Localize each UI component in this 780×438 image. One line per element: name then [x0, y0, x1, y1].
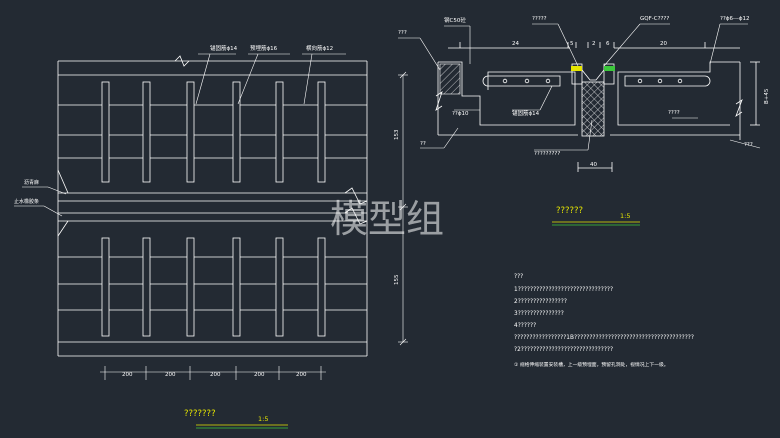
dim-right: 20: [660, 41, 667, 47]
note-line: 2????????????????: [514, 299, 567, 305]
notes-block: ??? 1??????????????????????????????? 2??…: [514, 274, 694, 368]
label-bar-left: ??ϕ10: [452, 111, 469, 117]
anchor-bar: [142, 237, 151, 337]
note-line: ?2??????????????????????????????: [514, 347, 613, 353]
label-waterstop: 沥青麻: [24, 179, 39, 186]
plan-view-title: ???????: [184, 409, 216, 419]
dim-bottom: 40: [590, 162, 597, 168]
note-line: 1???????????????????????????????: [514, 287, 613, 293]
note-line: ?????????????????1B?????????????????????…: [514, 335, 694, 341]
anchor-bar: [275, 237, 284, 337]
section-view-scale: 1:5: [620, 212, 630, 220]
notes-heading: ???: [514, 274, 523, 280]
note-line: ① 规格伸缩装置安装槽，上一级预埋面，预留孔洞处，视情况上下一级。: [514, 361, 669, 368]
plan-bottom-dimension: [100, 366, 326, 380]
anchor-bar: [186, 81, 195, 183]
anchor-bar: [317, 81, 326, 183]
plan-upper-bars: [101, 81, 326, 183]
dim-gap-b: 2: [592, 41, 596, 47]
dim-gap-c: 6: [606, 41, 610, 47]
seal-marker: [604, 66, 615, 71]
callout-anchor-bar: 锚固筋ϕ14: [210, 44, 238, 52]
watermark: 模型组: [330, 197, 444, 241]
plan-vertical-dimension: [398, 71, 408, 346]
anchor-bar: [101, 237, 110, 337]
section-leaders: [398, 23, 761, 151]
concrete-block: [439, 63, 461, 95]
section-view: [435, 42, 760, 172]
dim-spacing: 200: [210, 372, 221, 378]
label-product: GQF-C????: [640, 16, 669, 22]
dim-spacing: 200: [254, 372, 265, 378]
label-right-mid: ????: [668, 110, 680, 116]
anchor-bar: [142, 81, 151, 183]
anchor-bar: [101, 81, 110, 183]
plan-view-scale: 1:5: [258, 415, 268, 423]
dim-lower-height: 155: [394, 274, 400, 285]
dim-spacing: 200: [122, 372, 133, 378]
anchor-bar: [186, 237, 195, 337]
anchor-bar: [275, 81, 284, 183]
dim-gap-a: 5: [570, 41, 574, 47]
dim-spacing: 200: [296, 372, 307, 378]
dim-left: 24: [512, 41, 519, 47]
note-line: 3???????????????: [514, 311, 564, 317]
label-seal-strip: 止水橡胶条: [14, 198, 39, 205]
label-bottom-left: ??: [420, 141, 426, 147]
callout-transverse-bar: 横向筋ϕ12: [306, 44, 333, 52]
plan-lower-bars: [101, 237, 326, 337]
dim-spacing: 200: [165, 372, 176, 378]
anchor-bar: [232, 237, 241, 337]
anchor-bar: [317, 237, 326, 337]
label-bar-right: ??ϕ6---ϕ12: [720, 16, 750, 22]
label-concrete: 钢C50砼: [444, 16, 466, 24]
label-bottom-right: ???: [744, 142, 753, 148]
label-joint-material: ?????: [532, 16, 547, 22]
joint-filler-core: [582, 82, 604, 136]
plan-view: [57, 55, 368, 357]
label-top-left: ???: [398, 30, 407, 36]
seal-marker: [571, 66, 582, 71]
note-line: 4??????: [514, 323, 536, 329]
label-bottom-center: ?????????: [534, 151, 560, 157]
plan-callout-leaders: [14, 53, 346, 217]
label-depth: B+45: [764, 88, 770, 104]
label-anchor: 锚固筋ϕ14: [512, 109, 540, 117]
dim-upper-height: 153: [394, 129, 400, 140]
callout-stud-bar: 预埋筋ϕ16: [250, 44, 278, 52]
anchor-bar: [232, 81, 241, 183]
section-view-title: ??????: [556, 206, 583, 216]
